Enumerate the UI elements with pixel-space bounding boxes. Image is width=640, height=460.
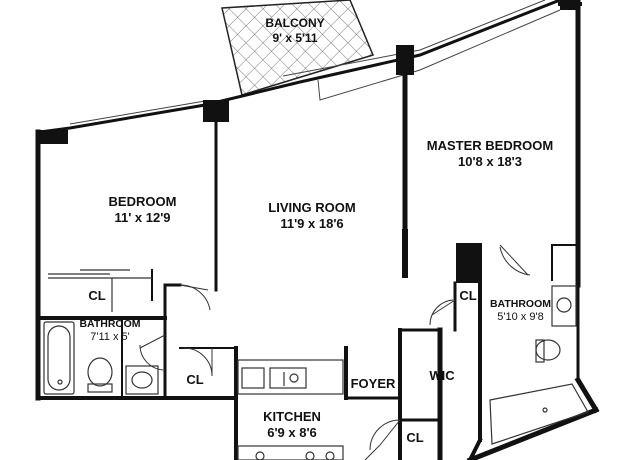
window-lines [69, 0, 561, 125]
living-room-label: LIVING ROOM 11'9 x 18'6 [257, 200, 367, 233]
closet-lines [48, 269, 152, 312]
closet-bedroom-label: CL [82, 288, 112, 304]
door-swings [139, 244, 531, 460]
room-name: CL [88, 288, 106, 303]
room-dimensions: 5'10 x 9'8 [497, 311, 544, 324]
room-dimensions: 6'9 x 8'6 [267, 425, 317, 441]
room-dimensions: 9' x 5'11 [272, 31, 318, 45]
room-dimensions: 7'11 x 5' [90, 331, 130, 344]
room-name: BALCONY [265, 16, 325, 30]
bedroom-label: BEDROOM 11' x 12'9 [95, 194, 190, 227]
room-name: MASTER BEDROOM [426, 138, 554, 153]
room-dimensions: 10'8 x 18'3 [457, 154, 523, 170]
master-bedroom-label: MASTER BEDROOM 10'8 x 18'3 [420, 138, 560, 171]
room-name: WIC [429, 368, 455, 383]
room-name: BATHROOM [79, 318, 141, 330]
room-name: KITCHEN [263, 409, 321, 424]
room-name: LIVING ROOM [268, 200, 356, 215]
second-bathroom-label: BATHROOM 7'11 x 5' [72, 318, 148, 345]
room-name: CL [459, 288, 477, 303]
structural-columns [40, 0, 580, 283]
wic-label: WIC [422, 368, 462, 384]
room-name: BEDROOM [108, 194, 177, 209]
foyer-label: FOYER [346, 376, 400, 392]
room-name: BATHROOM [489, 298, 552, 310]
balcony-label: BALCONY 9' x 5'11 [255, 16, 335, 46]
balcony-area [221, 0, 375, 96]
room-dimensions: 11'9 x 18'6 [280, 216, 344, 232]
room-name: FOYER [350, 376, 396, 391]
closet-hall-label: CL [180, 372, 210, 388]
room-name: CL [406, 430, 424, 445]
master-bath-fixtures [489, 285, 589, 445]
room-name: CL [186, 372, 204, 387]
closet-bath-label: CL [455, 288, 481, 304]
interior-walls [38, 72, 579, 460]
master-bathroom-label: BATHROOM 5'10 x 9'8 [483, 298, 558, 325]
second-bath-fixtures [43, 321, 159, 395]
kitchen-label: KITCHEN 6'9 x 8'6 [254, 409, 330, 442]
closet-entry-label: CL [402, 430, 428, 446]
kitchen-fixtures [237, 359, 344, 460]
room-dimensions: 11' x 12'9 [114, 210, 171, 226]
